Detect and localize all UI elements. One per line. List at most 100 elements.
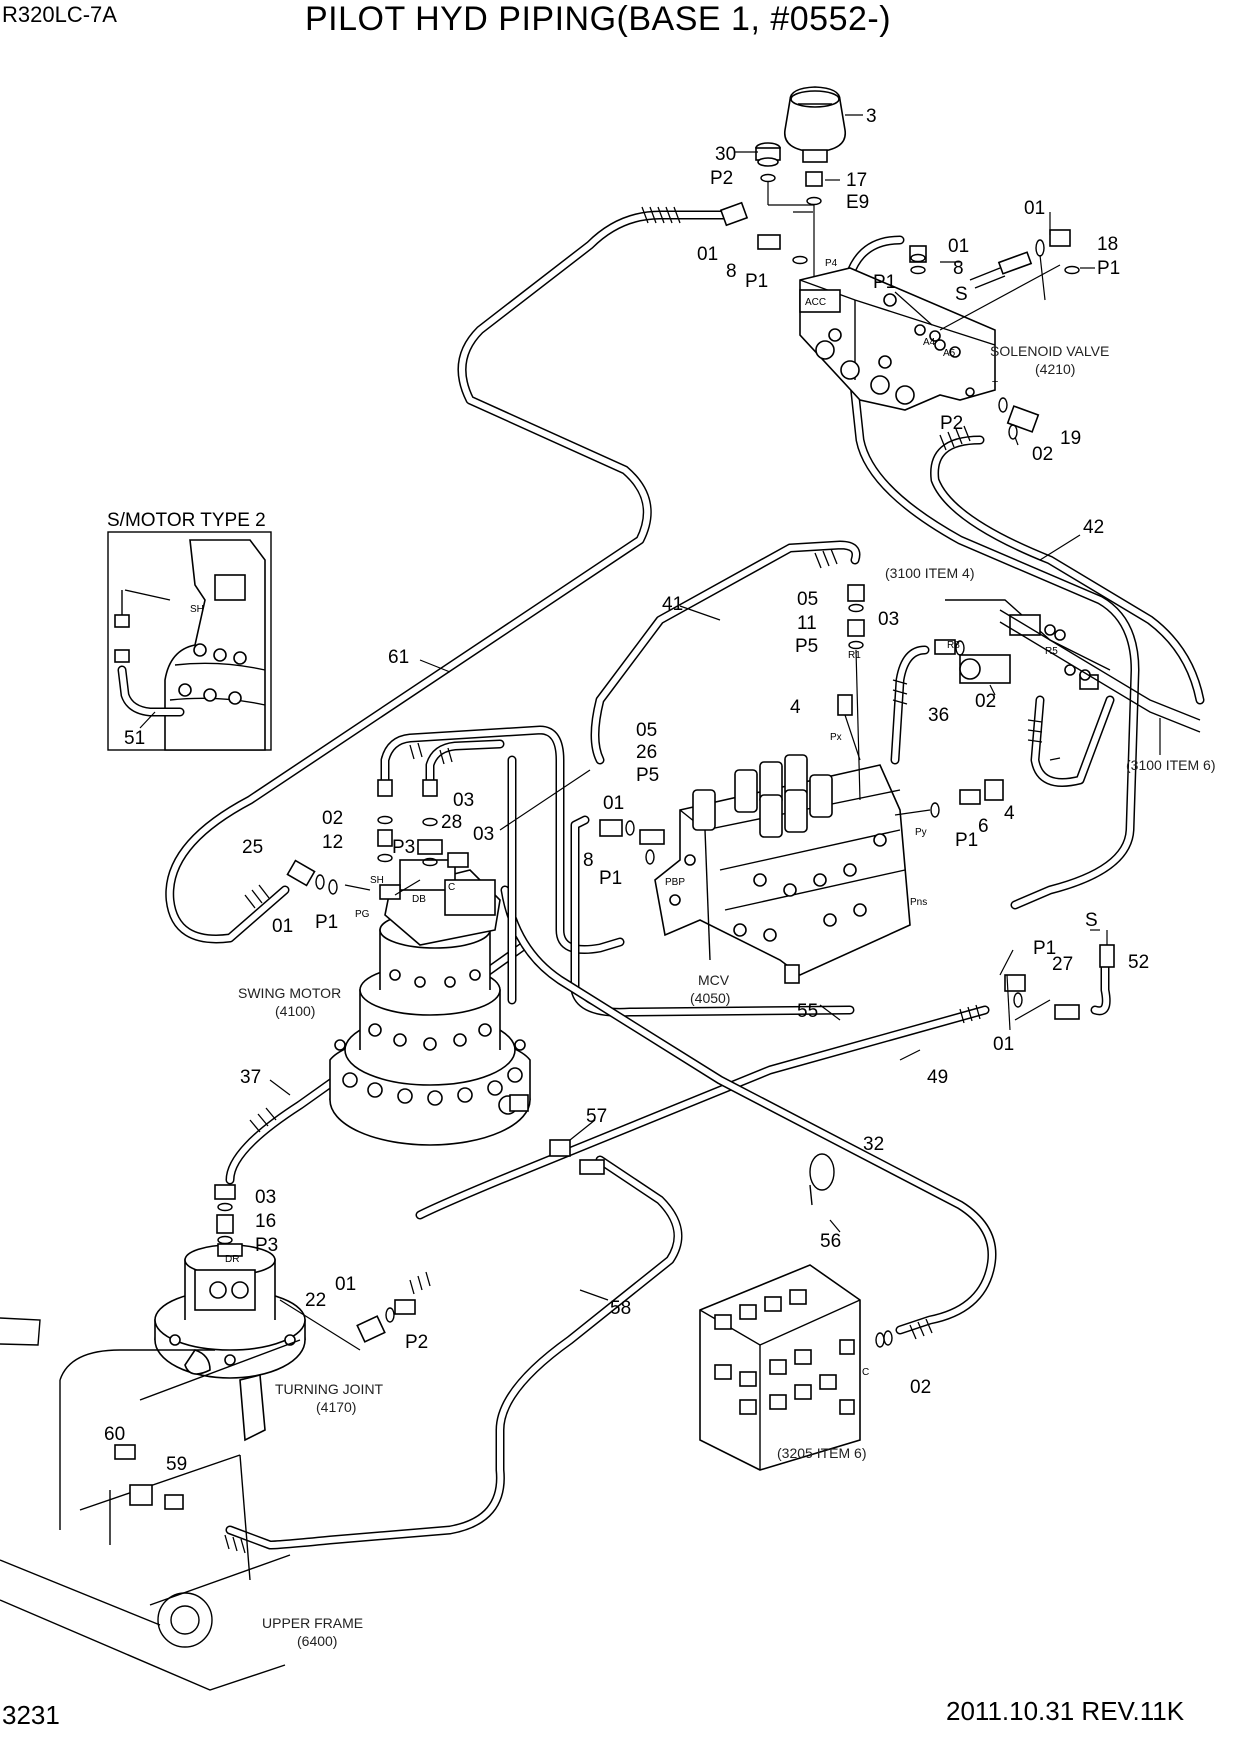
callout-27: 27: [1052, 954, 1073, 975]
port-pg: PG: [355, 909, 370, 920]
callout-p5-a: P5: [795, 636, 818, 657]
callout-01-e: 01: [603, 793, 624, 814]
callout-16: 16: [255, 1211, 276, 1232]
label-mcv-ref: (4050): [690, 990, 730, 1006]
callout-12: 12: [322, 832, 343, 853]
port-pns: Pns: [910, 897, 927, 908]
callout-61: 61: [388, 647, 409, 668]
label-swing-motor-ref: (4100): [275, 1003, 315, 1019]
port-manifold-c: C: [862, 1367, 869, 1378]
callout-26: 26: [636, 742, 657, 763]
callout-03-a: 03: [878, 609, 899, 630]
port-inset-sh: SH: [190, 604, 204, 615]
callout-02-a: 02: [1032, 444, 1053, 465]
turning-joint-fittings: [214, 1139, 605, 1343]
label-inset-title: S/MOTOR TYPE 2: [107, 510, 266, 531]
callout-01-g: 01: [335, 1274, 356, 1295]
callout-p1-g: P1: [1033, 938, 1056, 959]
model-code: R320LC-7A: [2, 2, 117, 27]
callout-11: 11: [797, 613, 817, 634]
callout-8-a: 8: [726, 261, 737, 282]
fitting-17: [805, 171, 840, 187]
callout-03-d: 03: [255, 1187, 276, 1208]
callout-4-a: 4: [790, 697, 801, 718]
callout-49: 49: [927, 1067, 948, 1088]
o-rings-top: [760, 173, 822, 285]
swing-motor: [329, 859, 531, 1146]
port-dr: DR: [225, 1254, 239, 1265]
manifold-3205-item6: [699, 1264, 893, 1471]
callout-51: 51: [124, 728, 145, 749]
solenoid-fittings: [719, 201, 1080, 440]
label-ref-3205-item6: (3205 ITEM 6): [777, 1445, 866, 1461]
callout-59: 59: [166, 1454, 187, 1475]
callout-6: 6: [978, 816, 989, 837]
hose-routes: [165, 210, 1205, 1550]
callout-02-c: 02: [322, 808, 343, 829]
callout-03-b: 03: [453, 790, 474, 811]
port-t: T: [992, 380, 998, 391]
callout-p3-a: P3: [392, 837, 415, 858]
callout-02-d: 02: [910, 1377, 931, 1398]
callout-41: 41: [662, 594, 683, 615]
callout-p2-sol: P2: [940, 413, 963, 434]
callout-55: 55: [797, 1001, 818, 1022]
port-acc: ACC: [805, 297, 826, 308]
callout-01-b: 01: [948, 236, 969, 257]
callout-s-right: S: [1085, 910, 1098, 931]
label-turning-joint-ref: (4170): [316, 1399, 356, 1415]
label-solenoid-valve-ref: (4210): [1035, 361, 1075, 377]
callout-56: 56: [820, 1231, 841, 1252]
callout-01-d: 01: [272, 916, 293, 937]
callout-03-c: 03: [473, 824, 494, 845]
label-upper-frame: UPPER FRAME: [262, 1615, 363, 1631]
port-a5: A5: [943, 348, 956, 359]
port-pbp: PBP: [665, 877, 685, 888]
callout-3: 3: [866, 106, 877, 127]
clamp-32: [809, 1153, 835, 1206]
revision-date: 2011.10.31 REV.11K: [946, 1696, 1185, 1726]
accumulator: [784, 86, 863, 163]
page-title: PILOT HYD PIPING(BASE 1, #0552-): [305, 0, 892, 38]
inset-swing-motor-type2: [107, 531, 272, 751]
callout-01-f: 01: [993, 1034, 1014, 1055]
callout-18: 18: [1097, 234, 1118, 255]
callout-p5-b: P5: [636, 765, 659, 786]
callout-s-top: S: [955, 284, 968, 305]
mcv-fittings: [599, 584, 1115, 1020]
solenoid-valve: [799, 267, 996, 411]
upper-frame: [0, 1317, 301, 1691]
callout-p1-b: P1: [873, 272, 896, 293]
callout-58: 58: [610, 1298, 631, 1319]
callout-8-c: 8: [583, 850, 594, 871]
callout-25: 25: [242, 837, 263, 858]
port-r1: R1: [848, 650, 861, 661]
callout-01-c: 01: [1024, 198, 1045, 219]
port-r5: R5: [1045, 646, 1058, 657]
mcv: [654, 754, 911, 984]
callout-36: 36: [928, 705, 949, 726]
callout-17: 17: [846, 170, 867, 191]
callout-37: 37: [240, 1067, 261, 1088]
port-sh: SH: [370, 875, 384, 886]
callout-60: 60: [104, 1424, 125, 1445]
port-a4: A4: [923, 337, 936, 348]
label-ref-3100-item4: (3100 ITEM 4): [885, 565, 974, 581]
plug-30: [755, 142, 781, 167]
callout-p1-a: P1: [745, 271, 768, 292]
port-db: DB: [412, 894, 426, 905]
swing-motor-fittings: [286, 779, 469, 900]
label-turning-joint: TURNING JOINT: [275, 1381, 384, 1397]
callout-05-b: 05: [636, 720, 657, 741]
callout-19: 19: [1060, 428, 1081, 449]
port-p4: P4: [825, 258, 838, 269]
port-r8: R8: [947, 640, 960, 651]
port-c: C: [448, 882, 455, 893]
bracket-3100-item4: [945, 599, 1201, 755]
callout-02-b: 02: [975, 691, 996, 712]
port-labels: P4 ACC A4 A5 T SH SH PG DB C DR R1 Px Py…: [190, 258, 1058, 1378]
hose-braid-marks: [224, 206, 1043, 1554]
port-py: Py: [915, 827, 927, 838]
component-labels: SOLENOID VALVE (4210) SWING MOTOR (4100)…: [107, 343, 1215, 1649]
